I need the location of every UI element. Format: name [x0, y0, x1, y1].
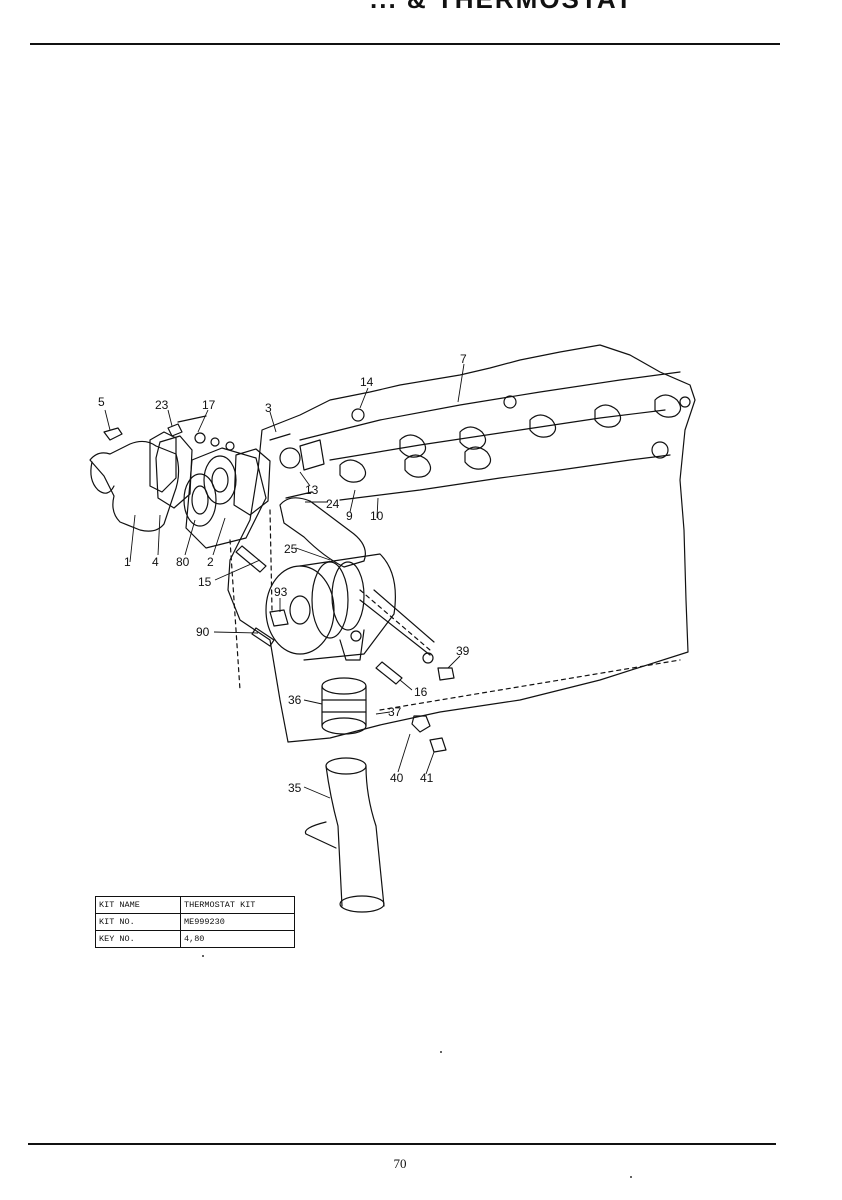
kit-row: KIT NO. ME999230: [95, 913, 295, 931]
callout-4: 4: [152, 555, 159, 569]
callout-37: 37: [388, 705, 402, 719]
callout-35: 35: [288, 781, 302, 795]
gasket-4: [155, 435, 193, 509]
footer-rule: [28, 1143, 776, 1145]
water-pipe-24: [279, 497, 366, 568]
callout-90: 90: [196, 625, 210, 639]
callout-93: 93: [274, 585, 288, 599]
hose-36: [321, 677, 367, 695]
callout-1: 1: [124, 555, 131, 569]
kit-info-table: KIT NAME THERMOSTAT KIT KIT NO. ME999230…: [95, 896, 295, 948]
kit-key: KIT NO.: [95, 913, 181, 931]
pipe-35: [325, 757, 367, 775]
water-pump-pulley: [265, 565, 335, 655]
callout-13: 13: [305, 483, 319, 497]
engine-block-top-edge: [299, 371, 681, 441]
thermostat-housing: [89, 440, 180, 532]
callout-16: 16: [414, 685, 428, 699]
callout-9: 9: [346, 509, 353, 523]
kit-key: KEY NO.: [95, 930, 181, 948]
callout-80: 80: [176, 555, 190, 569]
page-number: 70: [393, 1156, 407, 1171]
kit-value: ME999230: [180, 913, 295, 931]
callout-3: 3: [265, 401, 272, 415]
scan-speck: [630, 1176, 632, 1178]
gasket-2: [233, 448, 271, 516]
header-rule: [30, 43, 780, 45]
manifold-edge: [329, 409, 666, 461]
kit-value: THERMOSTAT KIT: [180, 896, 295, 914]
scan-speck: [202, 955, 204, 957]
callout-7: 7: [460, 352, 467, 366]
bolt-5: [103, 427, 123, 441]
callout-14: 14: [360, 375, 374, 389]
kit-key: KIT NAME: [95, 896, 181, 914]
callout-17: 17: [202, 398, 216, 412]
kit-row: KIT NAME THERMOSTAT KIT: [95, 896, 295, 914]
callout-23: 23: [155, 398, 169, 412]
callout-15: 15: [198, 575, 212, 589]
section-title: ... & THERMOSTAT: [370, 0, 634, 15]
callout-5: 5: [98, 395, 105, 409]
callout-41: 41: [420, 771, 434, 785]
callout-24: 24: [326, 497, 340, 511]
kit-row: KEY NO. 4,80: [95, 930, 295, 948]
callout-2: 2: [207, 555, 214, 569]
scan-speck: [440, 1051, 442, 1053]
callout-10: 10: [370, 509, 384, 523]
callout-36: 36: [288, 693, 302, 707]
kit-value: 4,80: [184, 934, 205, 944]
thermostat-80: [183, 473, 217, 527]
callout-40: 40: [390, 771, 404, 785]
callout-25: 25: [284, 542, 298, 556]
callout-39: 39: [456, 644, 470, 658]
